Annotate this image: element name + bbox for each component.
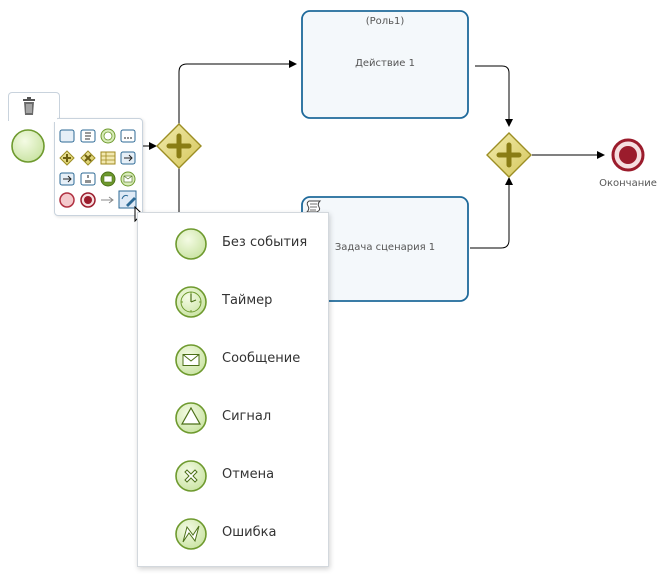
task-tool[interactable] bbox=[59, 129, 75, 143]
menu-item-none-event[interactable]: Без события bbox=[138, 218, 328, 270]
end-event-tool[interactable] bbox=[59, 192, 75, 208]
message-event-icon bbox=[175, 344, 207, 376]
task-action-1[interactable] bbox=[301, 10, 469, 119]
task-top-name: Действие 1 bbox=[355, 58, 415, 69]
menu-item-label: Таймер bbox=[222, 293, 273, 308]
more-tasks-tool[interactable] bbox=[120, 129, 136, 143]
sequence-tool[interactable] bbox=[120, 151, 136, 165]
message-catch-tool[interactable] bbox=[120, 171, 136, 187]
menu-item-label: Без события bbox=[222, 235, 308, 250]
message-event-tool[interactable] bbox=[100, 171, 116, 187]
menu-item-label: Отмена bbox=[222, 467, 275, 482]
change-type-tool[interactable] bbox=[118, 190, 137, 209]
menu-item-label: Сигнал bbox=[222, 409, 272, 424]
parallel-gateway-join[interactable] bbox=[486, 132, 532, 178]
menu-item-message-event[interactable]: Сообщение bbox=[138, 334, 328, 386]
task-top-lane: (Роль1) bbox=[365, 16, 405, 27]
menu-item-timer-event[interactable]: Таймер bbox=[138, 276, 328, 328]
flow-task-top-to-join bbox=[475, 65, 513, 127]
subprocess-tool[interactable] bbox=[80, 172, 96, 186]
end-event-label: Окончание bbox=[599, 178, 657, 189]
table-tool[interactable] bbox=[100, 151, 116, 165]
parallel-gateway-tool[interactable] bbox=[59, 150, 75, 166]
flow-gateway-to-task-top bbox=[178, 60, 297, 126]
arrow-connector-tool[interactable] bbox=[101, 196, 114, 204]
timer-event-icon bbox=[175, 286, 207, 318]
parallel-gateway-split[interactable] bbox=[156, 123, 202, 169]
menu-item-label: Сообщение bbox=[222, 351, 301, 366]
timer-event-tool[interactable] bbox=[100, 128, 116, 144]
script-task-tool[interactable] bbox=[80, 129, 96, 143]
none-event-icon bbox=[175, 228, 207, 260]
exclusive-gateway-tool[interactable] bbox=[80, 150, 96, 166]
error-event-icon bbox=[175, 518, 207, 550]
context-pad-tools bbox=[59, 128, 137, 209]
sequence-flows bbox=[141, 60, 605, 249]
menu-item-label: Ошибка bbox=[222, 525, 277, 540]
trash-icon[interactable] bbox=[19, 96, 39, 116]
script-icon bbox=[305, 200, 322, 213]
menu-item-error-event[interactable]: Ошибка bbox=[138, 508, 328, 560]
menu-item-cancel-event[interactable]: Отмена bbox=[138, 450, 328, 502]
cancel-event-icon bbox=[175, 460, 207, 492]
end-event[interactable] bbox=[611, 138, 645, 172]
start-event[interactable] bbox=[11, 129, 45, 163]
task-script-name: Задача сценария 1 bbox=[334, 242, 436, 253]
connector-tool[interactable] bbox=[59, 172, 75, 186]
event-type-menu: Без события Таймер Сообщение Сигнал bbox=[137, 212, 329, 567]
signal-event-icon bbox=[175, 402, 207, 434]
menu-item-signal-event[interactable]: Сигнал bbox=[138, 392, 328, 444]
terminate-event-tool[interactable] bbox=[80, 192, 96, 208]
flow-task-script-to-join bbox=[470, 177, 513, 249]
